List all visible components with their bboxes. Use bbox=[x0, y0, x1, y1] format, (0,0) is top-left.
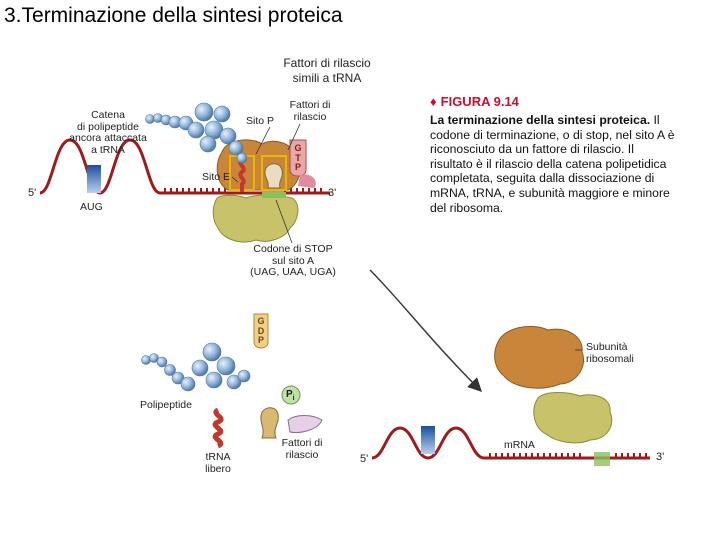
label-catena-4: a tRNA bbox=[91, 143, 125, 156]
label-catena-1: Catena bbox=[91, 109, 125, 121]
process-arrow bbox=[369, 269, 482, 392]
aug-codon-band bbox=[87, 165, 101, 193]
label-gdp-p: P bbox=[257, 335, 264, 345]
mrna-top bbox=[39, 138, 330, 195]
label-gdp-g: G bbox=[257, 316, 265, 326]
stop-codon-band bbox=[262, 192, 286, 198]
label-fattori-top-2: rilascio bbox=[293, 110, 327, 123]
label-codone-1: Codone di STOP bbox=[253, 243, 333, 255]
figure-label: FIGURA 9.14 bbox=[440, 94, 519, 109]
label-subunita-1: Subunità bbox=[586, 341, 628, 353]
label-gtp-t: T bbox=[295, 152, 301, 163]
figure-caption: La terminazione della sintesi proteica. … bbox=[430, 113, 678, 215]
leader-lines-top bbox=[231, 123, 301, 244]
phosphate-circle bbox=[281, 385, 301, 405]
trna-p-site bbox=[238, 158, 246, 192]
label-codone-3: (UAG, UAA, UGA) bbox=[250, 266, 336, 278]
polypeptide-top bbox=[145, 102, 248, 164]
label-gtp: G T P bbox=[292, 143, 304, 173]
label-codone-stop: Codone di STOP sul sito A (UAG, UAA, UGA… bbox=[238, 243, 348, 279]
label-catena-3: ancora attaccata bbox=[69, 132, 147, 144]
label-sito-e: Sito E bbox=[202, 171, 231, 183]
label-pi-sub: i bbox=[292, 395, 295, 402]
label-5prime-bottom: 5' bbox=[360, 453, 369, 465]
release-factor-top bbox=[264, 163, 283, 189]
label-subunita: Subunità ribosomali bbox=[586, 341, 634, 365]
label-gtp-g: G bbox=[294, 143, 302, 153]
site-a-frame bbox=[261, 155, 287, 191]
mrna-bottom bbox=[371, 426, 650, 466]
subtitle-line-1: Fattori di rilascio bbox=[283, 56, 371, 70]
label-catena-2: di polipeptide bbox=[77, 120, 139, 133]
label-3prime-top: 3' bbox=[328, 187, 337, 199]
label-aug: AUG bbox=[80, 201, 103, 213]
label-fattori-bottom: Fattori di rilascio bbox=[274, 437, 330, 461]
diamond-icon: ♦ bbox=[430, 94, 437, 109]
label-catena: Catena di polipeptide ancora attaccata a… bbox=[58, 109, 158, 156]
gdp-badge bbox=[253, 313, 269, 349]
label-gtp-p: P bbox=[294, 162, 301, 172]
label-fattori-top-1: Fattori di bbox=[289, 99, 331, 111]
caption-lead: La terminazione della sintesi proteica. bbox=[430, 113, 651, 127]
release-factor-pink bbox=[287, 415, 323, 433]
label-pi-main: P bbox=[286, 389, 293, 400]
aug-codon-band-bottom bbox=[421, 426, 435, 454]
large-subunit-bottom bbox=[494, 326, 584, 389]
subtitle: Fattori di rilascio simili a tRNA bbox=[262, 56, 392, 86]
ribosome-top bbox=[212, 139, 301, 243]
label-gdp: G D P bbox=[255, 316, 267, 346]
label-trna-1: tRNA bbox=[205, 451, 231, 463]
small-subunit-top bbox=[212, 194, 299, 243]
label-trna-2: libero bbox=[205, 462, 231, 475]
label-fattori-bottom-2: rilascio bbox=[285, 448, 319, 461]
label-codone-2: sul sito A bbox=[271, 254, 315, 267]
stop-codon-band-bottom bbox=[594, 452, 610, 466]
label-sito-p: Sito P bbox=[246, 115, 275, 127]
slide-title: 3.Terminazione della sintesi proteica bbox=[4, 4, 343, 27]
trna-free bbox=[212, 407, 224, 449]
label-subunita-2: ribosomali bbox=[586, 352, 634, 365]
label-5prime-top: 5' bbox=[28, 187, 37, 199]
label-mrna: mRNA bbox=[504, 439, 535, 451]
subtitle-line-2: simili a tRNA bbox=[292, 71, 362, 85]
label-polipeptide: Polipeptide bbox=[140, 399, 192, 411]
small-subunit-bottom bbox=[533, 392, 613, 444]
label-fattori-top: Fattori di rilascio bbox=[282, 99, 338, 123]
polypeptide-bottom bbox=[141, 342, 251, 392]
label-trna-libero: tRNA libero bbox=[198, 451, 238, 475]
caption-text: Il codone di terminazione, o di stop, ne… bbox=[430, 113, 675, 215]
release-factor-bottom bbox=[260, 407, 279, 439]
label-pi: Pi bbox=[286, 389, 295, 405]
gtp-badge bbox=[289, 139, 316, 188]
figure-heading: ♦FIGURA 9.14 bbox=[430, 94, 519, 109]
label-gdp-d: D bbox=[257, 325, 265, 336]
label-3prime-bottom: 3' bbox=[656, 451, 665, 463]
label-fattori-bottom-1: Fattori di bbox=[281, 437, 323, 449]
